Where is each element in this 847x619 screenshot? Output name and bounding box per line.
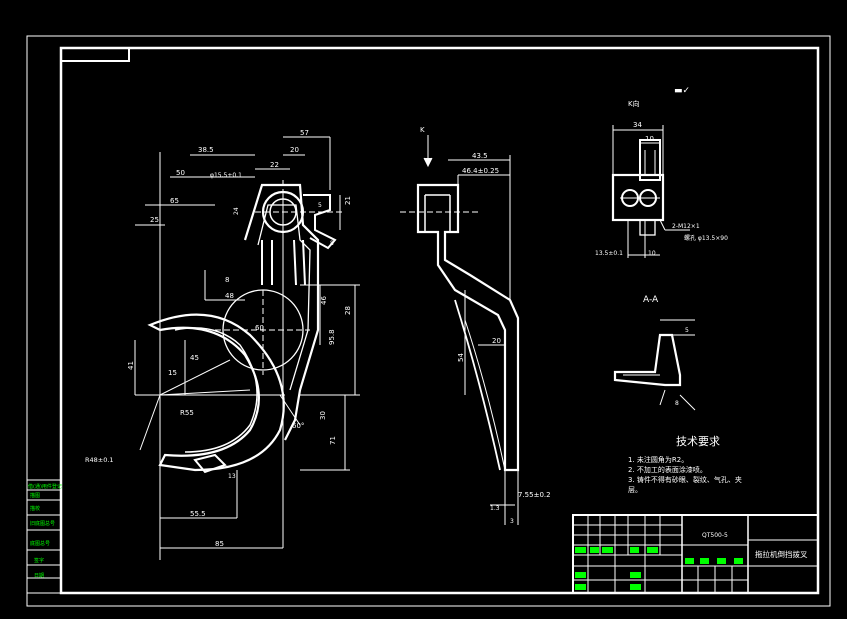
tech-title: 技术要求 bbox=[676, 435, 720, 448]
side-dim-1-3: 1.3 bbox=[490, 505, 500, 512]
inner-frame bbox=[59, 46, 820, 595]
dim-85: 85 bbox=[215, 540, 224, 548]
stamp-3: 描校 bbox=[30, 505, 40, 512]
side-dim-54: 54 bbox=[457, 353, 465, 362]
dim-5: 5 bbox=[318, 202, 322, 209]
dim-50: 50 bbox=[176, 169, 185, 177]
part-name: 拖拉机倒挡拨叉 bbox=[755, 549, 808, 559]
k-dim-10b: 10 bbox=[648, 250, 656, 257]
stamp-7: 日期 bbox=[34, 573, 44, 579]
dim-60deg: 60° bbox=[292, 422, 304, 430]
k-view bbox=[611, 125, 690, 258]
dim-21: 21 bbox=[344, 196, 352, 205]
title-block bbox=[572, 514, 819, 594]
k-dim-thread: 螺孔 φ13.5×90 bbox=[684, 234, 728, 242]
dim-38-5: 38.5 bbox=[198, 146, 214, 154]
stamp-1: 借(通)用件登记 bbox=[28, 483, 62, 490]
tech-item-1: 1. 未注圆角为R2。 bbox=[628, 455, 688, 464]
corner-box bbox=[60, 47, 130, 62]
dim-20: 20 bbox=[290, 146, 299, 154]
k-dim-34: 34 bbox=[633, 121, 642, 129]
dim-30: 30 bbox=[319, 411, 327, 420]
k-dim-10: 10 bbox=[645, 135, 654, 143]
dim-13: 13 bbox=[228, 473, 236, 480]
stamp-5: 底图总号 bbox=[30, 540, 50, 547]
arrow-k-label: K bbox=[420, 126, 425, 134]
dim-24: 24 bbox=[233, 207, 240, 215]
dim-28: 28 bbox=[344, 306, 352, 315]
side-view bbox=[400, 135, 520, 525]
dim-95: 95.8 bbox=[328, 329, 336, 345]
tech-item-2: 2. 不加工的表面涂漆喷。 bbox=[628, 465, 707, 474]
stamp-6: 签字 bbox=[34, 557, 44, 564]
dim-48: 48 bbox=[225, 292, 234, 300]
section-dim-5: 5 bbox=[685, 327, 689, 334]
section-title: A-A bbox=[643, 295, 659, 305]
dim-60: 60 bbox=[255, 324, 264, 332]
side-dim-3: 3 bbox=[510, 518, 514, 525]
tech-item-4: 层。 bbox=[628, 486, 642, 494]
stamp-4: 旧底图总号 bbox=[30, 520, 55, 527]
title-block-green-cells bbox=[575, 547, 743, 590]
material-label: QT500-5 bbox=[702, 532, 728, 539]
dim-41: 41 bbox=[127, 361, 135, 370]
section-a-a bbox=[613, 319, 696, 411]
dim-65: 65 bbox=[170, 197, 179, 205]
tech-item-3: 3. 铸件不得有砂眼、裂纹、气孔、夹 bbox=[628, 475, 742, 484]
dim-25: 25 bbox=[150, 216, 159, 224]
dim-15: 15 bbox=[168, 369, 177, 377]
dim-r55: R55 bbox=[180, 409, 194, 417]
k-dim-13-5: 13.5±0.1 bbox=[595, 250, 623, 257]
side-dim-46-4: 46.4±0.25 bbox=[462, 167, 499, 175]
dim-8b: 8 bbox=[330, 240, 334, 247]
stamp-2: 描图 bbox=[30, 492, 40, 499]
k-dim-2m: 2-M12×1 bbox=[672, 223, 700, 230]
front-view bbox=[134, 136, 360, 560]
dim-hole-15: φ15.5+0.1 bbox=[210, 172, 242, 179]
k-view-title: K向 bbox=[628, 99, 640, 108]
dim-71: 71 bbox=[329, 436, 337, 445]
dim-45: 45 bbox=[190, 354, 199, 362]
section-dim-8: 8 bbox=[675, 400, 679, 407]
side-dim-20: 20 bbox=[492, 337, 501, 345]
dim-46: 46 bbox=[320, 296, 328, 305]
dim-r48-tol: R48±0.1 bbox=[85, 456, 114, 464]
side-dim-7-55: 7.55±0.2 bbox=[518, 491, 551, 499]
dim-8: 8 bbox=[225, 276, 229, 284]
outer-frame bbox=[26, 35, 831, 607]
dim-57: 57 bbox=[300, 129, 309, 137]
dim-55-5: 55.5 bbox=[190, 510, 206, 518]
side-dim-43-5: 43.5 bbox=[472, 152, 488, 160]
dim-22: 22 bbox=[270, 161, 279, 169]
roughness-symbol: ▬✓ bbox=[674, 86, 690, 96]
side-stamp bbox=[26, 479, 62, 594]
